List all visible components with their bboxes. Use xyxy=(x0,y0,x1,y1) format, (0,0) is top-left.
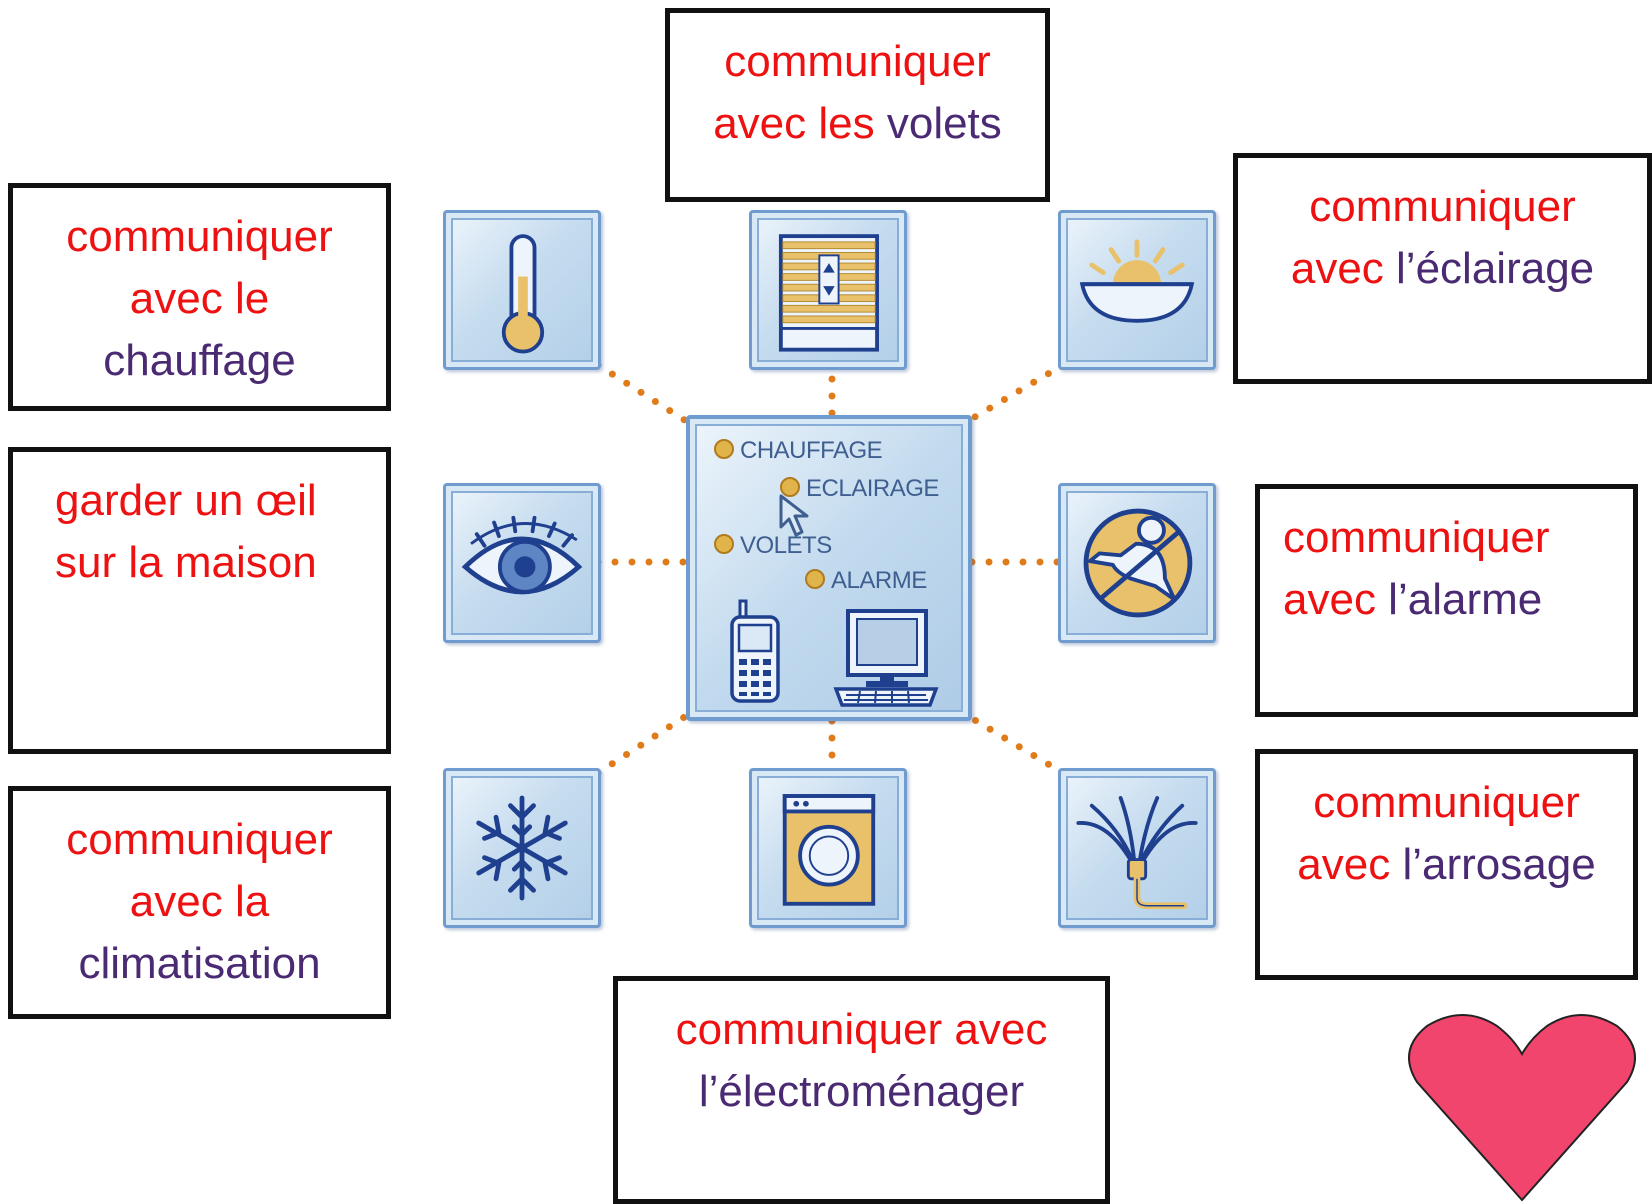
menu-item-eclairage: ECLAIRAGE xyxy=(780,475,939,503)
ceiling-lamp-icon xyxy=(1079,239,1195,323)
tile-appliances xyxy=(749,768,907,928)
bullet-icon xyxy=(714,439,734,459)
tile-heating xyxy=(443,210,601,370)
label-climatisation: communiquer avec la climatisation xyxy=(8,786,391,1019)
menu-item-alarme: ALARME xyxy=(805,567,927,595)
label-electromenager: communiquer avec l’électroménager xyxy=(613,976,1110,1204)
label-volets: communiquer avec les volets xyxy=(665,8,1050,202)
thermometer-icon xyxy=(501,234,545,354)
heart-icon xyxy=(1408,1014,1636,1202)
bullet-icon xyxy=(805,569,825,589)
tile-watering xyxy=(1058,768,1216,928)
tile-lighting xyxy=(1058,210,1216,370)
tile-surveillance xyxy=(443,483,601,643)
snowflake-icon xyxy=(476,795,568,901)
label-surveillance: garder un œil sur la maison xyxy=(8,447,391,754)
bullet-icon xyxy=(780,477,800,497)
tile-alarm xyxy=(1058,483,1216,643)
label-chauffage: communiquer avec le chauffage xyxy=(8,183,391,411)
label-alarme: communiquer avec l’alarme xyxy=(1255,484,1638,717)
bullet-icon xyxy=(714,534,734,554)
mobile-phone-icon xyxy=(730,599,780,703)
eye-icon xyxy=(461,515,583,595)
intruder-alarm-icon xyxy=(1083,508,1193,618)
menu-item-volets: VOLETS xyxy=(714,532,832,560)
washing-machine-icon xyxy=(782,794,876,906)
computer-icon xyxy=(833,609,939,707)
tile-shutters xyxy=(749,210,907,370)
sprinkler-icon xyxy=(1076,796,1198,910)
tile-air-conditioning xyxy=(443,768,601,928)
label-arrosage: communiquer avec l’arrosage xyxy=(1255,749,1638,980)
menu-item-chauffage: CHAUFFAGE xyxy=(714,437,883,465)
label-eclairage: communiquer avec l’éclairage xyxy=(1233,153,1652,384)
cursor-icon xyxy=(779,494,809,537)
shutter-icon xyxy=(778,234,879,352)
central-control-panel: CHAUFFAGE ECLAIRAGE VOLETS ALARME xyxy=(686,415,972,721)
